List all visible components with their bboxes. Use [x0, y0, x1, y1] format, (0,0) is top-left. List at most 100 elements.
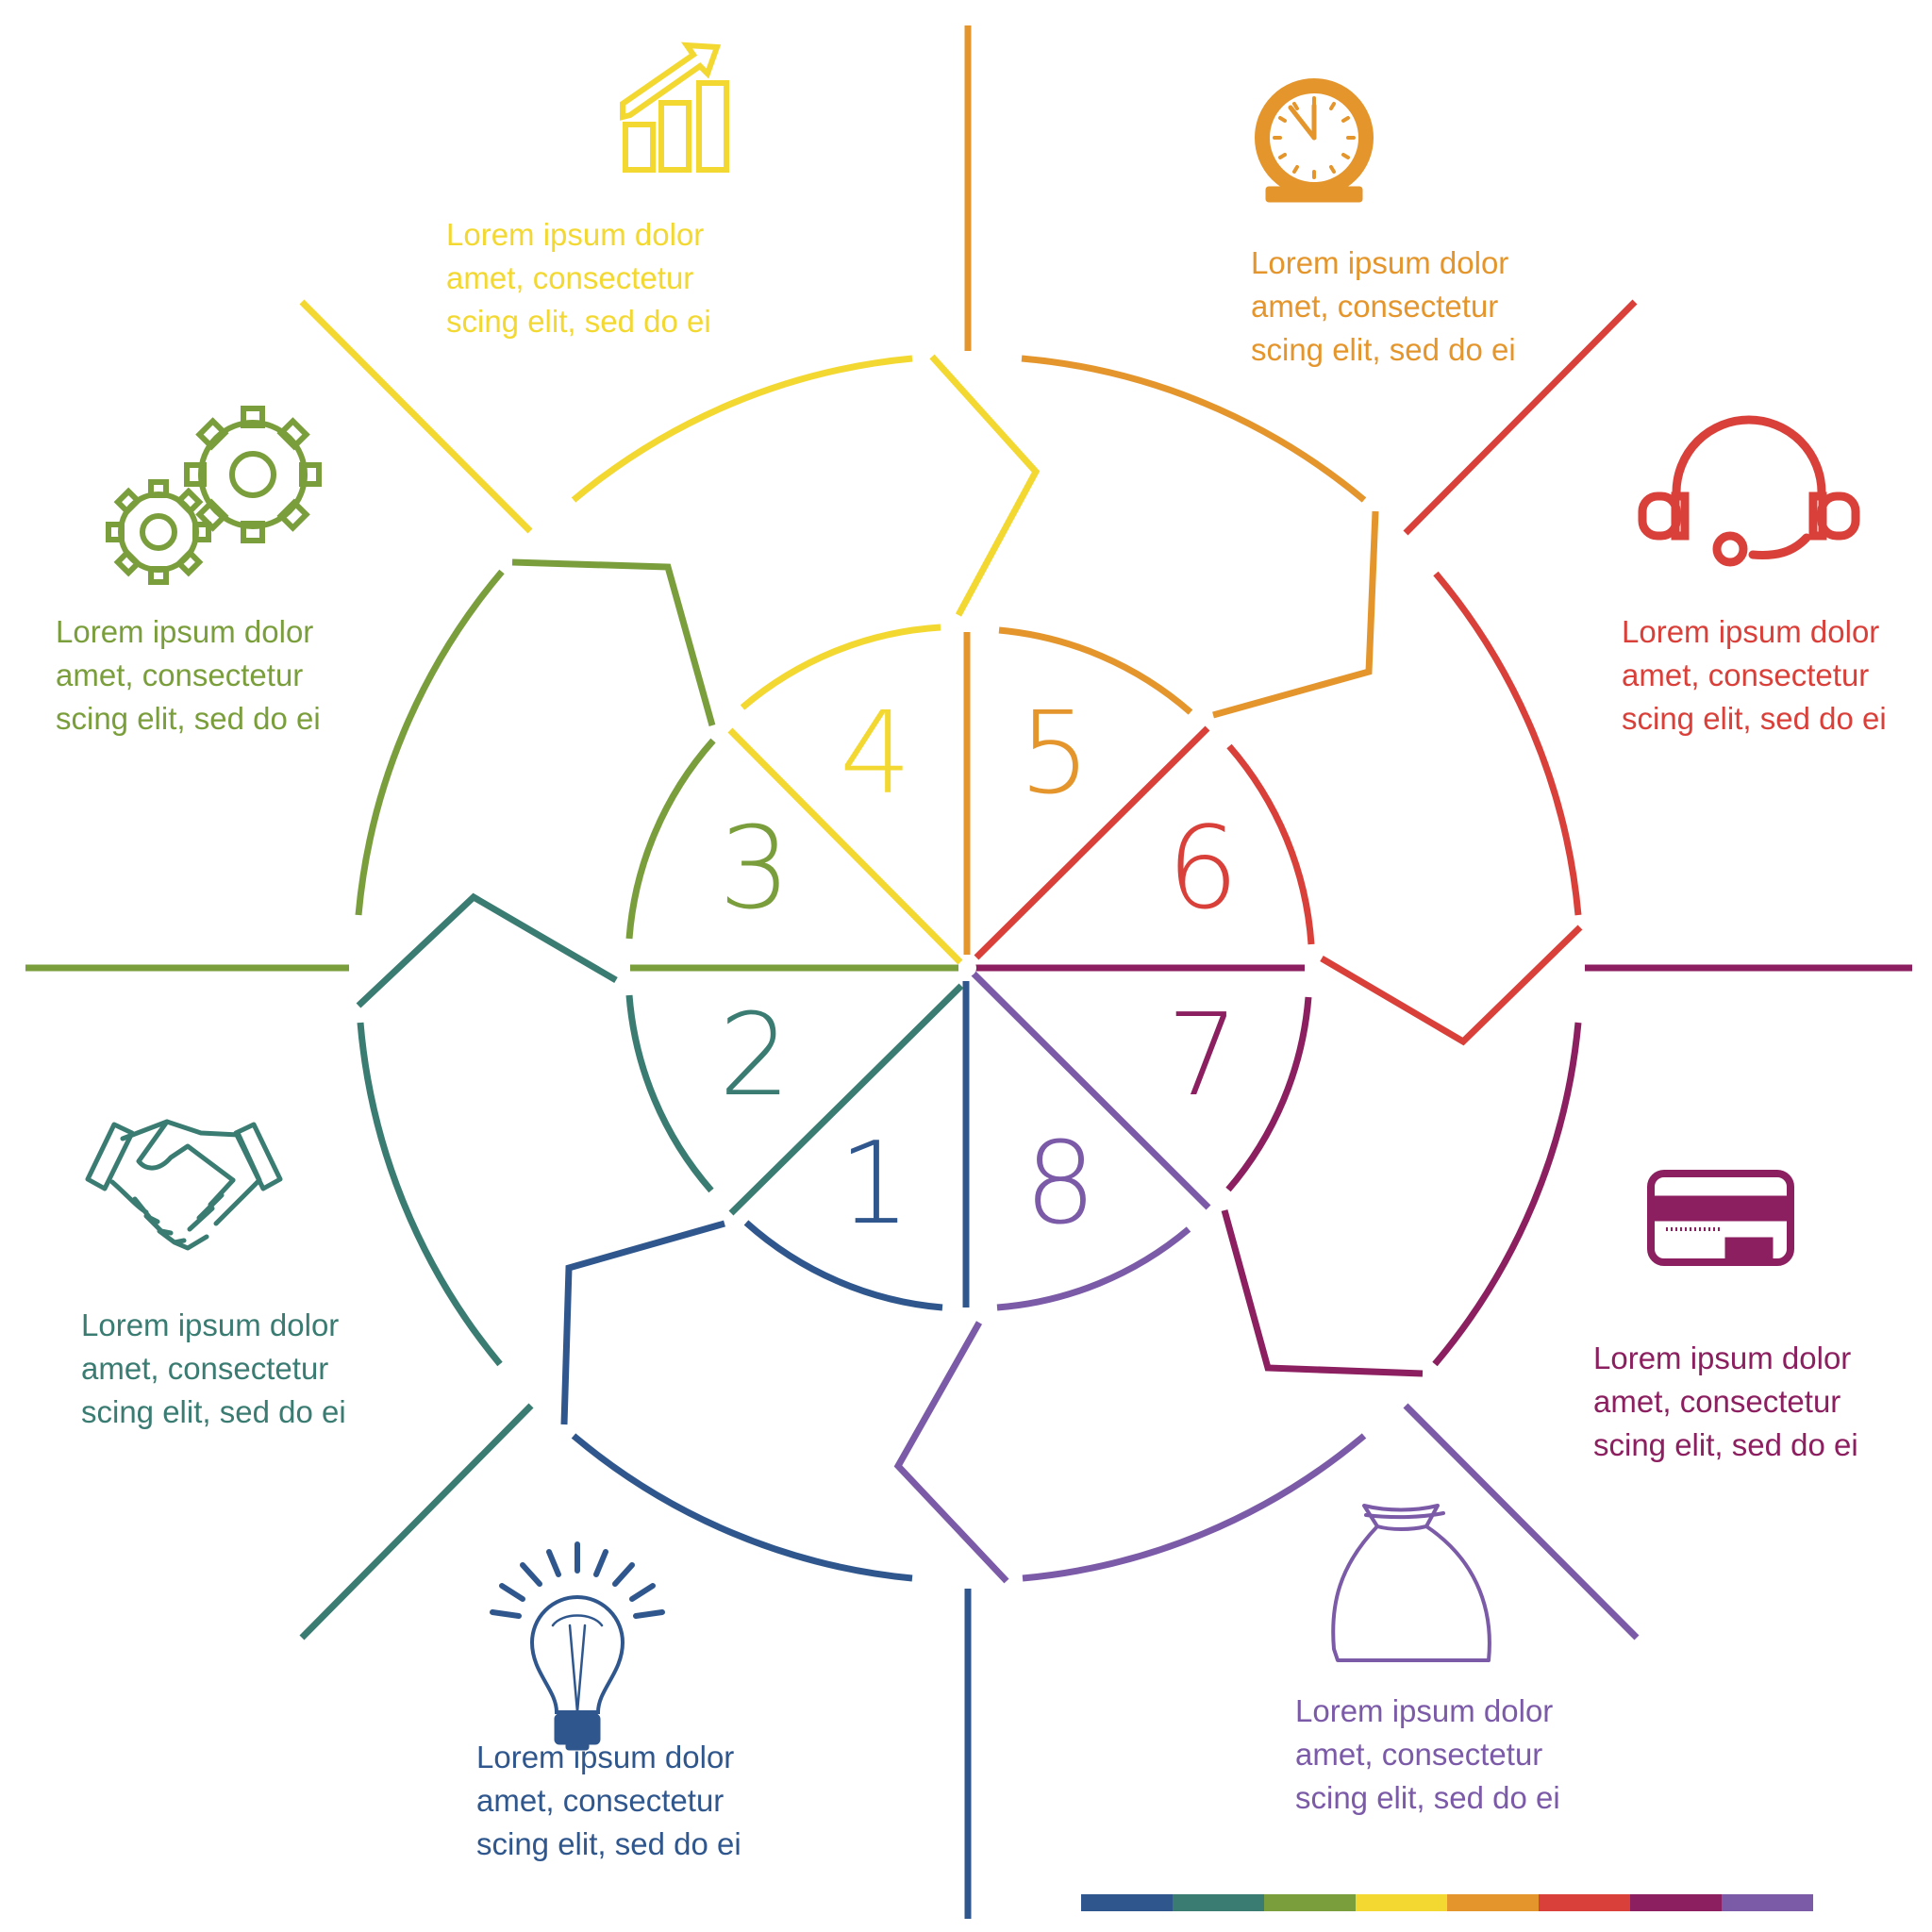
- caption-line: amet, consectetur: [1622, 658, 1870, 692]
- caption-line: scing elit, sed do ei: [56, 701, 321, 736]
- gears-icon: [106, 406, 322, 585]
- inner-arc: [625, 994, 714, 1193]
- handshake-icon: [85, 1119, 283, 1251]
- caption-line: scing elit, sed do ei: [81, 1394, 346, 1429]
- caption-line: Lorem ipsum dolor: [1622, 614, 1880, 649]
- caption-line: Lorem ipsum dolor: [1295, 1693, 1554, 1728]
- caption-8: Lorem ipsum dolor amet, consectetur scin…: [1295, 1690, 1691, 1820]
- segment-number: 5: [1019, 689, 1091, 820]
- lightbulb-icon: [490, 1541, 665, 1751]
- segment-8: 8 $: [893, 971, 1640, 1663]
- caption-2: Lorem ipsum dolor amet, consectetur scin…: [81, 1304, 477, 1434]
- caption-line: scing elit, sed do ei: [1251, 332, 1516, 367]
- caption-7: Lorem ipsum dolor amet, consectetur scin…: [1593, 1337, 1932, 1467]
- segment-number: 7: [1167, 991, 1239, 1122]
- caption-line: Lorem ipsum dolor: [1251, 245, 1509, 280]
- caption-3: Lorem ipsum dolor amet, consectetur scin…: [56, 610, 452, 741]
- outer-arc: [571, 355, 913, 503]
- segment-3: 3: [25, 406, 958, 972]
- caption-line: amet, consectetur: [1251, 289, 1499, 324]
- caption-line: scing elit, sed do ei: [1622, 701, 1887, 736]
- outer-arc: [1432, 1022, 1582, 1367]
- segment-4: 4: [299, 42, 1041, 965]
- caption-line: scing elit, sed do ei: [446, 304, 711, 339]
- outer-arc: [1021, 355, 1367, 503]
- spoke-line: [728, 983, 964, 1216]
- outer-spoke: [299, 1403, 534, 1641]
- caption-line: Lorem ipsum dolor: [446, 217, 705, 252]
- connector: [560, 1220, 725, 1425]
- connector: [511, 558, 716, 726]
- segment-2: 2: [85, 892, 964, 1641]
- connector: [1320, 924, 1583, 1046]
- segment-number: 2: [719, 991, 791, 1122]
- clock-icon: [1255, 78, 1374, 203]
- inner-arc: [740, 624, 941, 710]
- caption-line: scing elit, sed do ei: [1593, 1427, 1858, 1462]
- inner-arc: [625, 738, 716, 940]
- segment-number: 3: [719, 804, 791, 935]
- caption-line: amet, consectetur: [446, 260, 694, 295]
- caption-line: amet, consectetur: [56, 658, 304, 692]
- connector: [1212, 510, 1379, 719]
- caption-line: Lorem ipsum dolor: [1593, 1341, 1852, 1375]
- inner-arc: [1226, 743, 1315, 945]
- connector: [893, 1321, 1009, 1584]
- inner-arc: [996, 1226, 1191, 1311]
- inner-arc: [743, 1220, 943, 1311]
- inner-arc: [1225, 996, 1312, 1192]
- connector: [1221, 1209, 1424, 1377]
- spoke-line: [974, 725, 1210, 960]
- headset-icon: [1638, 415, 1860, 567]
- center-hub: [959, 959, 976, 976]
- color-bar-swatch: [1356, 1894, 1447, 1911]
- connector: [929, 354, 1041, 617]
- segment-7: 7: [975, 964, 1912, 1377]
- segment-number: 4: [840, 689, 911, 820]
- caption-line: Lorem ipsum dolor: [56, 614, 314, 649]
- color-bar-swatch: [1264, 1894, 1356, 1911]
- caption-line: amet, consectetur: [476, 1783, 724, 1818]
- outer-spoke: [299, 299, 533, 534]
- outer-spoke: [1403, 299, 1638, 536]
- color-bar-swatch: [1447, 1894, 1539, 1911]
- caption-5: Lorem ipsum dolor amet, consectetur scin…: [1251, 242, 1647, 372]
- dollar-sign: $: [1374, 1548, 1441, 1663]
- segment-1: 1: [490, 981, 972, 1919]
- caption-4: Lorem ipsum dolor amet, consectetur scin…: [446, 213, 842, 343]
- caption-line: Lorem ipsum dolor: [81, 1307, 340, 1342]
- caption-6: Lorem ipsum dolor amet, consectetur scin…: [1622, 610, 1932, 741]
- color-bar-swatch: [1173, 1894, 1264, 1911]
- color-bar-swatch: [1722, 1894, 1813, 1911]
- caption-line: scing elit, sed do ei: [476, 1826, 741, 1861]
- outer-arc: [571, 1433, 913, 1582]
- outer-arc: [1022, 1433, 1367, 1582]
- segment-5: 5: [963, 25, 1379, 955]
- inner-arc: [998, 626, 1193, 715]
- outer-arc: [355, 569, 505, 916]
- segment-number: 6: [1167, 804, 1239, 935]
- money-bag-icon: $: [1331, 1504, 1491, 1663]
- connector: [356, 892, 618, 1008]
- segment-number: 1: [839, 1119, 910, 1250]
- spoke-line: [727, 727, 963, 965]
- color-bar-swatch: [1539, 1894, 1630, 1911]
- caption-line: Lorem ipsum dolor: [476, 1740, 735, 1774]
- growth-chart-icon: [620, 42, 729, 173]
- outer-arc: [1433, 571, 1582, 916]
- segment-number: 8: [1024, 1119, 1096, 1250]
- spoke-line: [971, 971, 1211, 1210]
- segment-6: 6: [974, 299, 1860, 1046]
- color-bar: [1081, 1894, 1813, 1911]
- outer-spoke: [1403, 1403, 1640, 1641]
- color-bar-swatch: [1081, 1894, 1173, 1911]
- caption-line: amet, consectetur: [81, 1351, 329, 1386]
- credit-card-icon: [1647, 1170, 1794, 1266]
- caption-line: amet, consectetur: [1593, 1384, 1841, 1419]
- caption-1: Lorem ipsum dolor amet, consectetur scin…: [476, 1736, 873, 1866]
- caption-line: amet, consectetur: [1295, 1737, 1543, 1772]
- caption-line: scing elit, sed do ei: [1295, 1780, 1560, 1815]
- color-bar-swatch: [1630, 1894, 1722, 1911]
- outer-arc: [357, 1022, 503, 1367]
